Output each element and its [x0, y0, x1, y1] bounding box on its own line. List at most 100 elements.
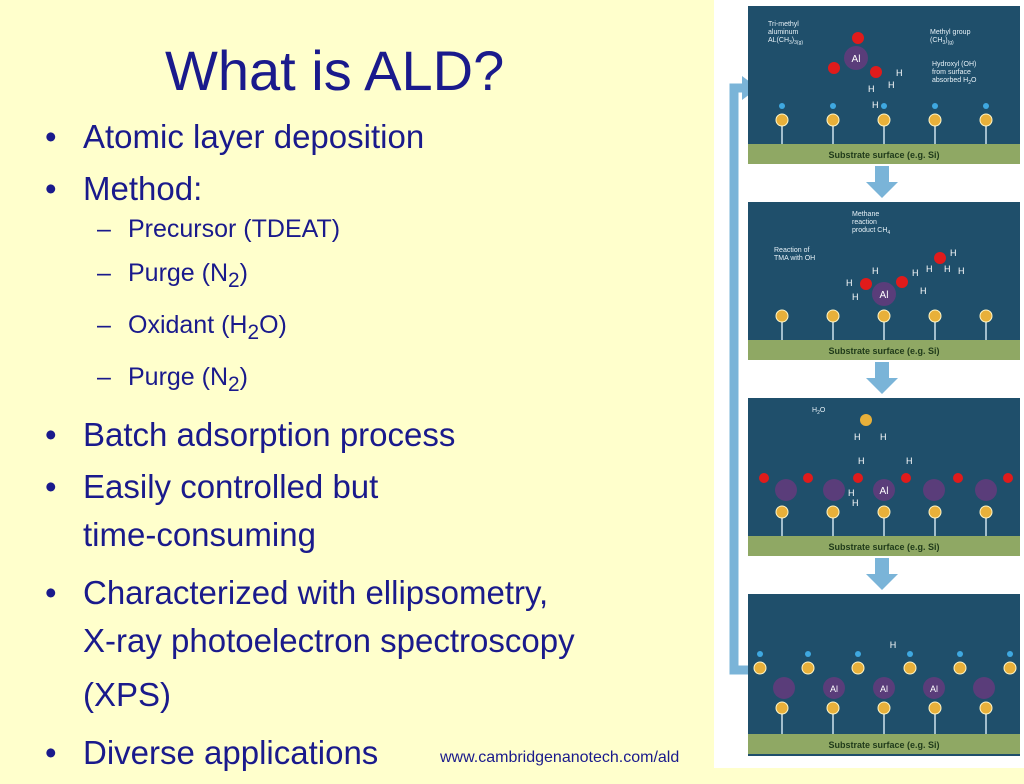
subscript: 2	[228, 373, 240, 396]
svg-text:H: H	[926, 264, 933, 274]
svg-text:H: H	[958, 266, 965, 276]
surface-atom	[979, 113, 993, 127]
methyl-label-1: Methyl group	[930, 29, 971, 36]
bullet-dot: •	[45, 416, 57, 453]
bullet-dot: •	[45, 170, 57, 207]
bullet-dot: •	[45, 574, 57, 611]
reaction-label-2: TMA with OH	[774, 255, 815, 262]
surface-atom	[877, 113, 891, 127]
tma-label-2: aluminum	[768, 29, 799, 36]
methane-label-1: Methane	[852, 211, 879, 218]
bullet-text: Atomic layer deposition	[83, 118, 425, 155]
svg-text:H: H	[854, 432, 861, 442]
sub-bullet-item: – Oxidant (H2O)	[45, 308, 725, 350]
bullet-item: • Method:	[45, 168, 725, 210]
svg-text:H: H	[846, 278, 853, 288]
bullet-text: Easily controlled but	[83, 468, 379, 505]
carbon-atom	[828, 62, 840, 74]
al-label: Al	[852, 54, 861, 65]
svg-text:H: H	[880, 432, 887, 442]
down-arrow-shaft	[875, 558, 889, 574]
methyl-label-2: (CH3)(g)	[930, 37, 954, 46]
tma-label-3: AL(CH3)3(g)	[768, 37, 803, 46]
al-atom	[872, 282, 896, 306]
down-arrow-icon	[866, 378, 898, 394]
bullet-dot: •	[45, 468, 57, 505]
sub-bullet-dash: –	[97, 363, 111, 391]
down-arrow-shaft	[875, 362, 889, 378]
methane-label-3: product CH4	[852, 227, 890, 236]
bullet-item: • Diverse applications	[45, 732, 725, 774]
substrate-label: Substrate surface (e.g. Si)	[828, 542, 939, 552]
svg-text:H: H	[852, 498, 859, 508]
subscript: 2	[247, 321, 260, 344]
sub-bullet-text-end: O)	[259, 311, 287, 339]
substrate-bar	[748, 536, 1020, 556]
down-arrow-icon	[866, 574, 898, 590]
substrate-label: Substrate surface (e.g. Si)	[828, 150, 939, 160]
substrate-bar	[748, 340, 1020, 360]
svg-text:H: H	[920, 286, 927, 296]
bullet-continuation: time-consuming	[83, 516, 316, 553]
bullet-item: • Atomic layer deposition	[45, 116, 725, 158]
substrate-bar	[748, 734, 1020, 754]
svg-text:H: H	[872, 266, 879, 276]
bullet-item: • Characterized with ellipsometry, X-ray…	[45, 572, 725, 722]
carbon-atom	[852, 32, 864, 44]
bullet-dot: •	[45, 734, 57, 771]
substrate-bar	[748, 144, 1020, 164]
surface-atom	[826, 113, 840, 127]
hydroxyl-label-1: Hydroxyl (OH)	[932, 61, 976, 68]
cycle-return-line	[729, 83, 748, 675]
bullet-text: Characterized with ellipsometry,	[83, 574, 549, 611]
sub-bullet-dash: –	[97, 259, 111, 287]
al-label: Al	[830, 684, 838, 694]
down-arrow-icon	[866, 182, 898, 198]
carbon-atom	[870, 66, 882, 78]
substrate-label: Substrate surface (e.g. Si)	[828, 740, 939, 750]
water-label: H2O	[812, 407, 826, 416]
al-atom	[844, 46, 868, 70]
al-label: Al	[880, 486, 889, 497]
h-label: H	[872, 100, 879, 110]
svg-text:H: H	[912, 268, 919, 278]
sub-bullet-item: – Purge (N2)	[45, 256, 725, 298]
sub-bullet-text: Precursor (TDEAT)	[128, 215, 341, 243]
bullet-text: Method:	[83, 170, 203, 207]
slide-title: What is ALD?	[165, 39, 505, 102]
h-label: H	[888, 80, 895, 90]
sub-bullet-dash: –	[97, 311, 111, 339]
bullet-item: • Easily controlled but time-consuming	[45, 466, 725, 562]
bullet-continuation: (XPS)	[83, 676, 172, 713]
sub-bullet-text: Purge (N	[128, 363, 229, 391]
panel-4: Substrate surface (e.g. Si) Al Al Al H	[748, 594, 1020, 756]
sub-bullet-text-end: )	[239, 363, 248, 391]
methane-label-2: reaction	[852, 219, 877, 226]
source-credit: www.cambridgenanotech.com/ald	[440, 749, 680, 766]
surface-atom	[775, 113, 789, 127]
bullet-text: Batch adsorption process	[83, 416, 456, 453]
panel-2: Substrate surface (e.g. Si) Al Methane r…	[748, 202, 1020, 360]
hydroxyl-label-2: from surface	[932, 69, 971, 76]
substrate-label: Substrate surface (e.g. Si)	[828, 346, 939, 356]
svg-text:H: H	[852, 292, 859, 302]
bullet-list: • Atomic layer deposition • Method: – Pr…	[45, 116, 725, 784]
sub-bullet-item: – Purge (N2)	[45, 360, 725, 402]
down-arrow-shaft	[875, 166, 889, 182]
al-label: Al	[880, 290, 889, 301]
hydroxyl-label-3: absorbed H2O	[932, 77, 977, 86]
bullet-dot: •	[45, 118, 57, 155]
al-label: Al	[880, 684, 888, 694]
panel-1: Substrate surface (e.g. Si) Al Tri-methy…	[748, 6, 1020, 164]
h-label: H	[868, 84, 875, 94]
svg-text:H: H	[906, 456, 913, 466]
reaction-label-1: Reaction of	[774, 247, 809, 254]
subscript: 2	[228, 269, 240, 292]
h-label: H	[890, 640, 897, 650]
h-label: H	[896, 68, 903, 78]
ald-cycle-figure: Substrate surface (e.g. Si) Al Tri-methy…	[714, 0, 1024, 768]
surface-atom	[928, 113, 942, 127]
bullet-continuation: X-ray photoelectron spectroscopy	[83, 622, 575, 659]
svg-text:H: H	[848, 488, 855, 498]
